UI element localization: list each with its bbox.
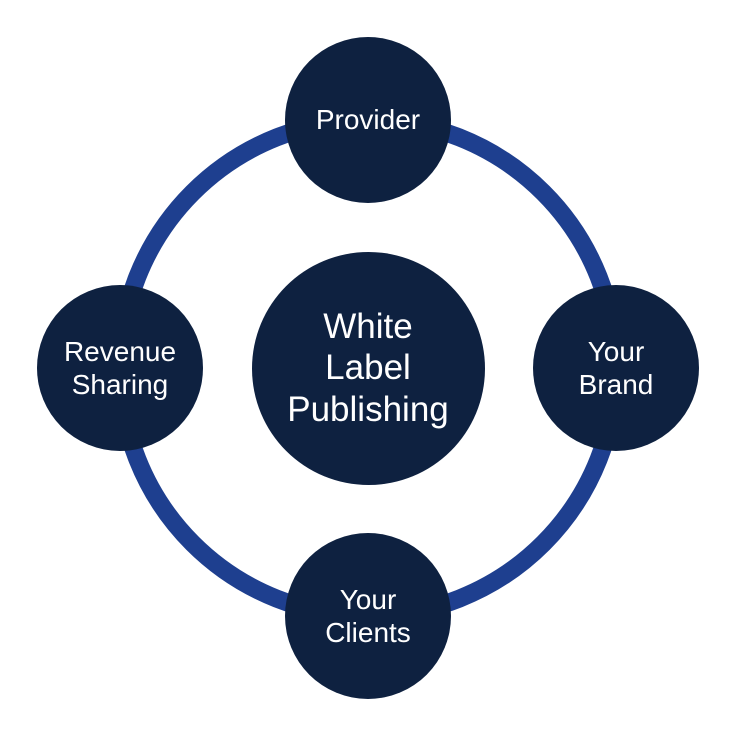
node-provider[interactable]: Provider (285, 37, 451, 203)
node-your-clients[interactable]: Your Clients (285, 533, 451, 699)
node-provider-label: Provider (315, 104, 421, 136)
hub-white-label-publishing[interactable]: White Label Publishing (251, 251, 485, 485)
hub-label: White Label Publishing (287, 307, 449, 429)
node-your-brand-label: Your Brand (578, 335, 654, 400)
node-your-clients-label: Your Clients (325, 583, 411, 648)
node-your-brand[interactable]: Your Brand (533, 285, 699, 451)
node-revenue-sharing[interactable]: Revenue Sharing (37, 285, 203, 451)
node-revenue-sharing-label: Revenue Sharing (63, 335, 177, 400)
